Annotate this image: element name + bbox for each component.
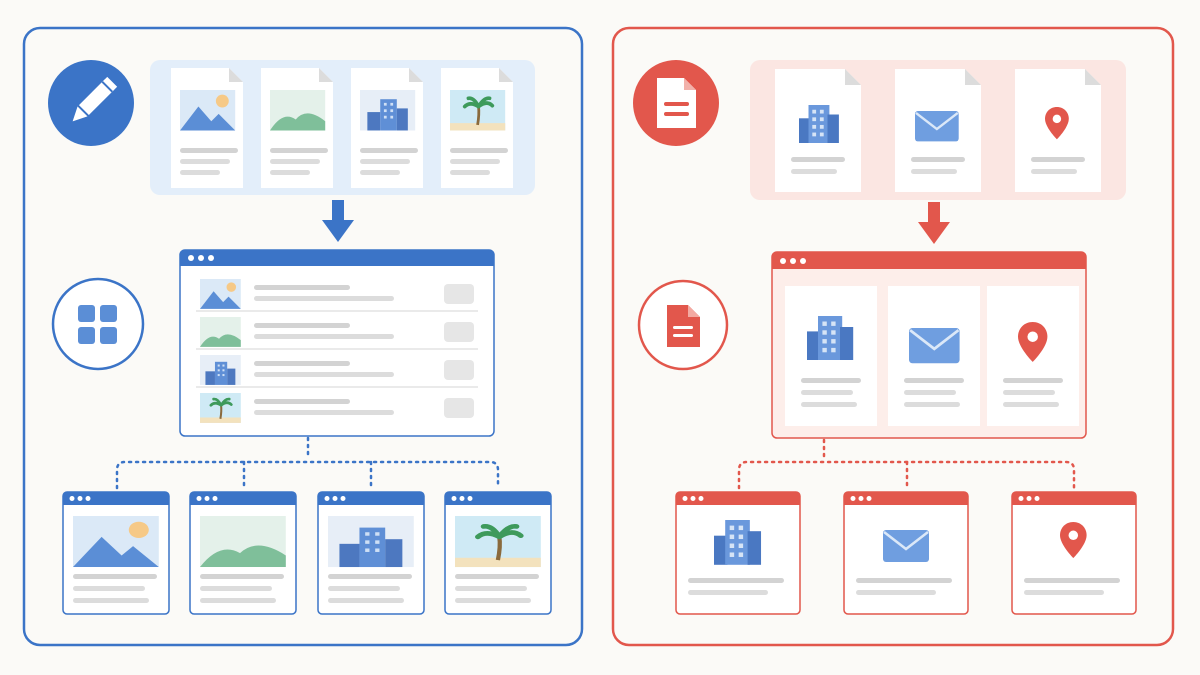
document-map-pin — [1015, 69, 1101, 192]
red-connector-tree — [737, 438, 1076, 490]
arrow-down-icon — [322, 200, 354, 242]
output-window-map-pin — [1011, 491, 1137, 615]
output-window-mountain-sun — [62, 491, 170, 615]
card-envelope — [888, 286, 980, 426]
arrow-down-icon — [918, 202, 950, 244]
output-window-buildings — [317, 491, 425, 615]
output-window-envelope — [843, 491, 969, 615]
list-row — [198, 391, 474, 425]
document-buildings — [775, 69, 861, 192]
output-window-palm-beach — [444, 491, 552, 615]
red-panel-frame — [611, 26, 1175, 647]
document-buildings — [351, 68, 423, 188]
blue-source-tray — [150, 60, 535, 195]
list-row — [196, 279, 478, 312]
output-window-hills — [189, 491, 297, 615]
grid-icon — [51, 277, 145, 371]
output-window-buildings — [675, 491, 801, 615]
pencil-icon — [48, 60, 134, 146]
document-palm-beach — [441, 68, 513, 188]
blue-panel-frame — [22, 26, 584, 647]
document-icon — [637, 279, 729, 371]
document-mountain-sun — [171, 68, 243, 188]
list-row — [196, 355, 478, 388]
document-hills — [261, 68, 333, 188]
card-map-pin — [987, 286, 1079, 426]
blue-connector-tree — [115, 436, 500, 490]
card-buildings — [785, 286, 877, 426]
document-envelope — [895, 69, 981, 192]
document-icon — [633, 60, 719, 146]
list-row — [196, 317, 478, 350]
